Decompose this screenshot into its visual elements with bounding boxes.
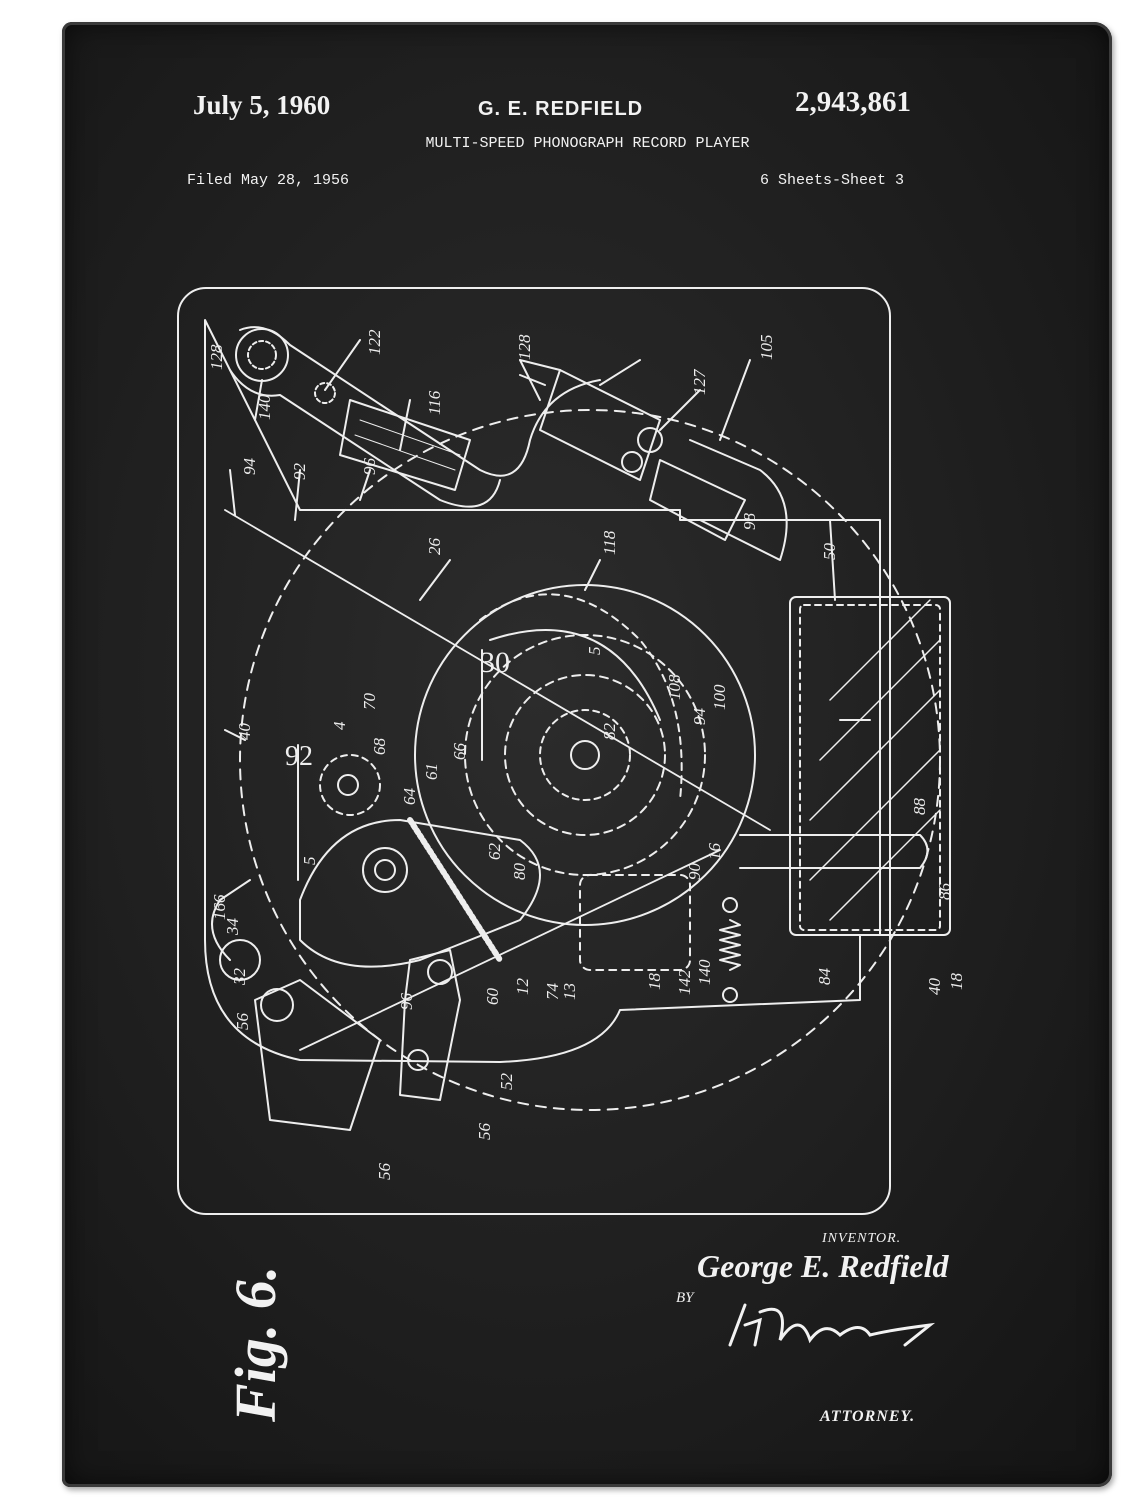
- numeral: 5: [585, 647, 604, 656]
- numeral: 94: [690, 708, 709, 726]
- numeral: 98: [740, 513, 759, 531]
- inventor-heading: G. E. REDFIELD: [478, 98, 644, 120]
- sheet-count: 6 Sheets-Sheet 3: [760, 172, 905, 189]
- numeral: 50: [820, 543, 839, 561]
- numeral: 61: [422, 763, 441, 780]
- numeral: 40: [235, 723, 254, 741]
- numeral: 118: [600, 530, 619, 555]
- numeral: 56: [233, 1013, 252, 1031]
- section-mark: 30: [480, 646, 510, 679]
- numeral: 62: [485, 843, 504, 861]
- patent-print-towel: [62, 22, 1112, 1487]
- numeral: 122: [365, 329, 384, 355]
- numeral: 80: [510, 863, 529, 881]
- platter: [414, 584, 756, 926]
- numeral: 12: [513, 978, 532, 996]
- numeral: 13: [560, 983, 579, 1000]
- numeral: 166: [210, 894, 229, 920]
- deck-plate: [204, 319, 881, 1063]
- drive-shaft: [739, 834, 929, 869]
- tension-spring: [407, 817, 503, 963]
- numeral: 56: [375, 1163, 394, 1181]
- numeral: 105: [757, 335, 776, 361]
- numeral: 5: [300, 857, 319, 866]
- numeral: 140: [255, 394, 274, 420]
- numeral: 100: [710, 684, 729, 710]
- numeral: 68: [370, 738, 389, 756]
- lower-bracket: [254, 979, 381, 1131]
- numeral: 26: [425, 538, 444, 556]
- numeral: 64: [400, 788, 419, 806]
- numeral: 116: [425, 390, 444, 415]
- numeral: 18: [947, 973, 966, 991]
- section-mark: 92: [285, 741, 313, 772]
- numeral: 142: [675, 969, 694, 995]
- numeral: 92: [290, 463, 309, 481]
- inventor-name: George E. Redfield: [697, 1248, 949, 1284]
- numeral: 74: [543, 983, 562, 1001]
- platter-dashed-ring: [464, 634, 706, 876]
- numeral: 94: [240, 458, 259, 476]
- numeral: 56: [475, 1123, 494, 1141]
- housing-outline: [177, 287, 891, 1215]
- return-spring: [719, 919, 741, 971]
- numeral: 18: [645, 973, 664, 991]
- numeral: 70: [360, 693, 379, 711]
- numeral: 86: [935, 883, 954, 901]
- idler-wheel: [319, 754, 381, 816]
- numeral: 16: [705, 843, 724, 861]
- numeral: 32: [230, 968, 249, 987]
- numeral: 4: [330, 721, 349, 730]
- numeral: 96: [360, 458, 379, 476]
- numeral: 84: [815, 968, 834, 986]
- numeral: 108: [665, 674, 684, 700]
- numeral: 82: [600, 723, 619, 741]
- numeral: 34: [223, 918, 242, 937]
- attorney-caption: ATTORNEY.: [820, 1408, 916, 1425]
- numeral: 52: [497, 1073, 516, 1091]
- numeral: 66: [450, 743, 469, 761]
- patent-title: MULTI-SPEED PHONOGRAPH RECORD PLAYER: [425, 135, 750, 152]
- numeral: 60: [483, 988, 502, 1006]
- numeral: 128: [515, 334, 534, 360]
- numeral: 96: [397, 993, 416, 1011]
- cartridge: [539, 369, 661, 481]
- numeral: 90: [685, 863, 704, 881]
- numeral: 140: [695, 959, 714, 985]
- patent-number: 2,943,861: [795, 86, 911, 118]
- numeral: 40: [925, 978, 944, 996]
- speed-selector-block: [789, 596, 951, 936]
- by-label: BY: [676, 1290, 694, 1306]
- filed-date: Filed May 28, 1956: [187, 172, 350, 189]
- patent-date: July 5, 1960: [193, 90, 331, 120]
- numeral: 128: [207, 344, 226, 370]
- numeral: 127: [690, 368, 709, 395]
- inventor-caption: INVENTOR.: [822, 1231, 902, 1246]
- numeral: 88: [910, 798, 929, 816]
- linkage-plate: [299, 819, 541, 968]
